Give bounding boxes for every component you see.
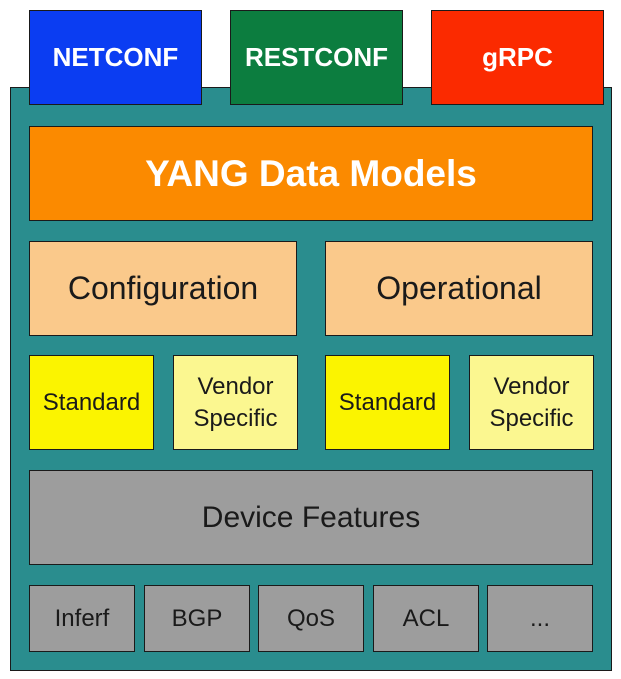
yang-data-models-box: YANG Data Models: [29, 126, 593, 221]
config-vendor-specific-box: Vendor Specific: [173, 355, 298, 450]
restconf-box: RESTCONF: [230, 10, 403, 105]
feature-bgp-box: BGP: [144, 585, 250, 652]
device-features-box: Device Features: [29, 470, 593, 565]
configuration-box: Configuration: [29, 241, 297, 336]
operational-vendor-specific-box: Vendor Specific: [469, 355, 594, 450]
operational-standard-box: Standard: [325, 355, 450, 450]
config-standard-box: Standard: [29, 355, 154, 450]
feature-more-box: ...: [487, 585, 593, 652]
feature-acl-box: ACL: [373, 585, 479, 652]
feature-qos-box: QoS: [258, 585, 364, 652]
feature-interf-box: Inferf: [29, 585, 135, 652]
operational-box: Operational: [325, 241, 593, 336]
netconf-box: NETCONF: [29, 10, 202, 105]
grpc-box: gRPC: [431, 10, 604, 105]
